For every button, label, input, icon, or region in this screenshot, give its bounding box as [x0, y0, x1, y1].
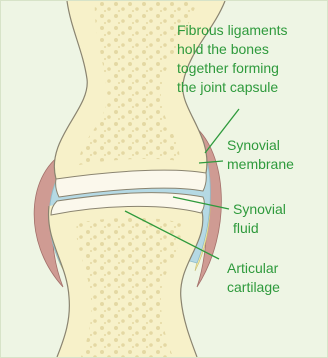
label-synovial-membrane: Synovial membrane	[227, 136, 294, 174]
lower-bone	[49, 199, 203, 357]
label-articular-cartilage: Articular cartilage	[227, 259, 280, 297]
label-fibrous-ligaments: Fibrous ligaments hold the bones togethe…	[177, 21, 288, 97]
label-synovial-fluid: Synovial fluid	[233, 200, 286, 238]
